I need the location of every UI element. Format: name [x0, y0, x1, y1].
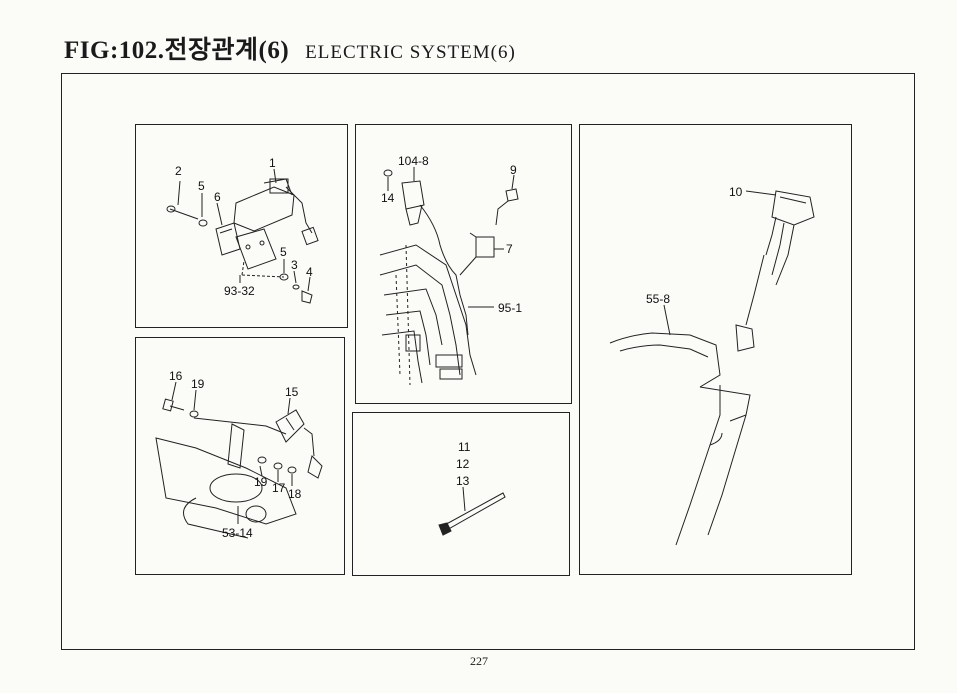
part-label: 1: [269, 156, 276, 170]
part-label: 7: [506, 242, 513, 256]
part-label: 5: [280, 245, 287, 259]
part-label: 10: [729, 185, 743, 199]
part-label: 11: [458, 440, 471, 454]
part-label: 16: [169, 369, 183, 383]
part-label: 9: [510, 163, 517, 177]
part-label: 19: [254, 475, 268, 489]
panel-cable-tie: 11 12 13: [352, 412, 570, 576]
part-label: 14: [381, 191, 395, 205]
english-title: ELECTRIC SYSTEM(6): [305, 42, 516, 63]
part-label: 6: [214, 190, 221, 204]
part-label: 2: [175, 164, 182, 178]
panel-bracket-assembly: 16 19 15 19 17 18 53-14: [135, 337, 345, 575]
page-number: 227: [470, 654, 488, 668]
part-label: 19: [191, 377, 205, 391]
part-label: 55-8: [646, 292, 671, 306]
fig-label: FIG:102.전장관계(6): [64, 37, 290, 64]
part-label: 17: [272, 481, 286, 495]
panel-switch-assembly: 1 2 5 6 5 3 4 93-32: [135, 124, 348, 328]
part-label: 18: [288, 487, 302, 501]
part-label: 15: [285, 385, 299, 399]
part-label: 104-8: [398, 154, 429, 168]
panel-column-switch: 10 55-8: [579, 124, 852, 575]
part-label: 13: [456, 474, 470, 488]
part-label: 53-14: [222, 526, 253, 540]
bracket-assembly-drawing: [155, 381, 323, 539]
figure-title: FIG:102.전장관계(6) ELECTRIC SYSTEM(6): [64, 30, 516, 66]
part-label: 93-32: [224, 284, 255, 298]
part-label: 5: [198, 179, 205, 193]
panel-harness-upper: 104-8 9 14 7 95-1: [355, 124, 572, 404]
figure-frame: [61, 73, 915, 650]
column-switch-drawing: [609, 190, 815, 546]
switch-assembly-drawing: [166, 168, 319, 304]
harness-upper-drawing: [379, 167, 519, 386]
part-label: 3: [291, 258, 298, 272]
cable-tie-drawing: [438, 486, 506, 536]
part-label: 95-1: [498, 301, 523, 315]
part-label: 4: [306, 265, 313, 279]
part-label: 12: [456, 457, 470, 471]
